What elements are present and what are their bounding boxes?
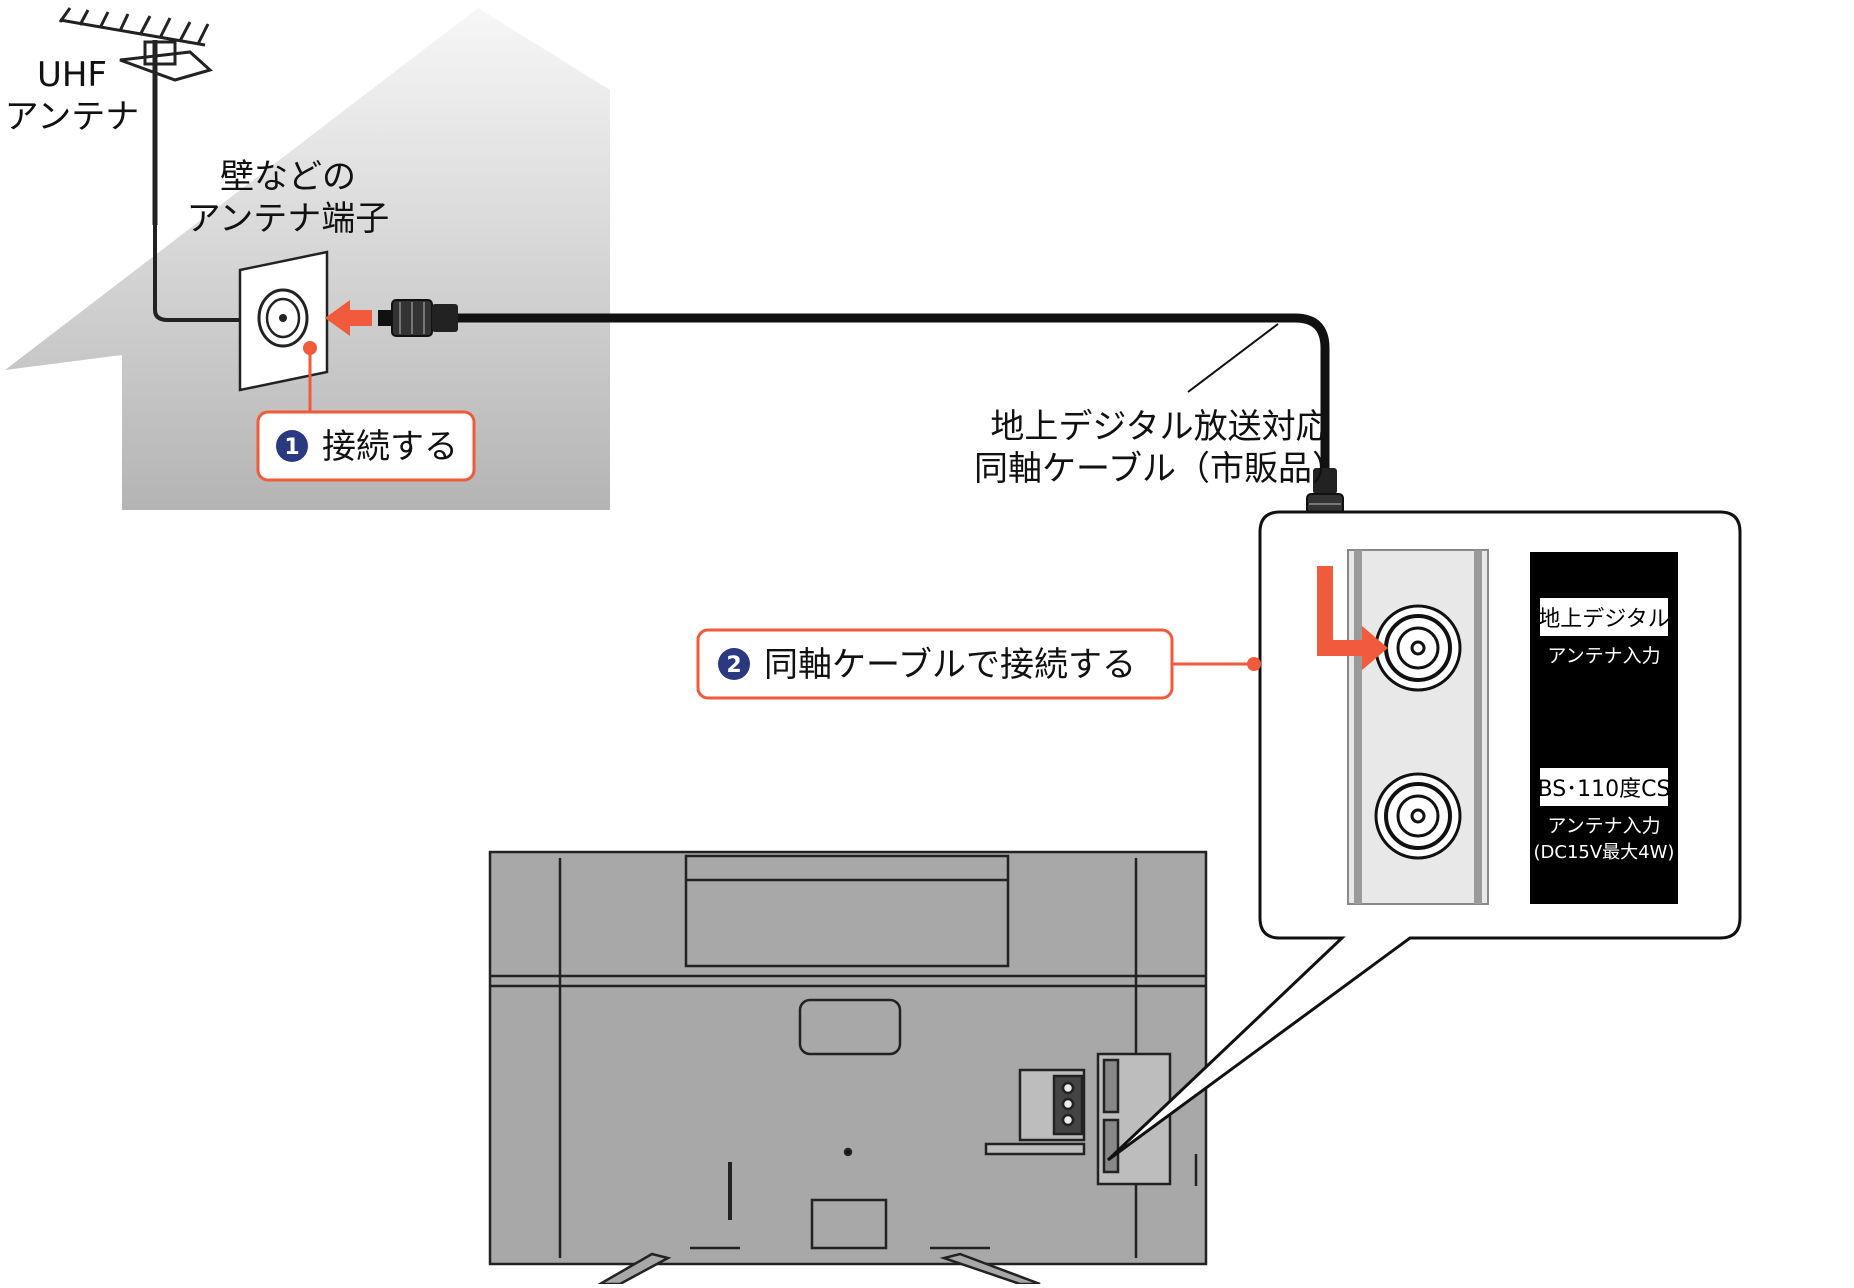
insert-arrow-icon xyxy=(325,300,372,336)
bs-cs-input-label-1: アンテナ入力 xyxy=(1547,815,1660,837)
terrestrial-input-label: アンテナ入力 xyxy=(1547,645,1660,667)
step-1-text: 接続する xyxy=(322,427,458,467)
bs-cs-input-label-2: (DC15V最大4W) xyxy=(1534,842,1675,863)
wall-label-line2: アンテナ端子 xyxy=(187,199,390,239)
step-1-number: 1 xyxy=(284,435,299,460)
leader-dot xyxy=(303,341,317,355)
terrestrial-badge: 地上デジタル xyxy=(1538,607,1670,632)
cable-label-line2: 同軸ケーブル（市販品） xyxy=(974,449,1346,489)
step-2-text: 同軸ケーブルで接続する xyxy=(764,645,1136,685)
step-2-callout: 2 同軸ケーブルで接続する xyxy=(696,628,1174,700)
cable-label-line1: 地上デジタル放送対応 xyxy=(990,407,1329,447)
terrestrial-antenna-jack xyxy=(1374,604,1462,692)
step-1-callout: 1 接続する xyxy=(256,410,476,482)
bs-cs-antenna-jack xyxy=(1374,772,1462,860)
coaxial-cable xyxy=(455,313,1330,470)
step-2-number: 2 xyxy=(726,653,741,678)
tv-back xyxy=(488,850,1208,1286)
wall-label-line1: 壁などの xyxy=(220,157,356,197)
leader-dot xyxy=(1247,657,1261,671)
connect-arrow-icon xyxy=(1317,566,1388,670)
wall-antenna-outlet xyxy=(238,250,329,392)
bs-cs-badge: BS･110度CS xyxy=(1538,777,1671,802)
cable-plug-left xyxy=(378,299,458,337)
uhf-antenna-icon xyxy=(58,7,240,322)
uhf-label-line1: UHF xyxy=(37,55,107,95)
uhf-label-line2: アンテナ xyxy=(5,97,140,137)
